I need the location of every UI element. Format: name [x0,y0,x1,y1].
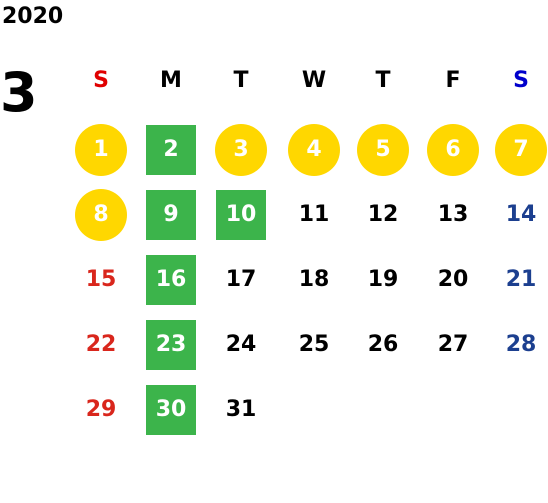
day-cell-8[interactable]: 8 [75,189,127,241]
day-cell-30[interactable]: 30 [146,385,196,435]
day-cell-2[interactable]: 2 [146,125,196,175]
day-cell-26[interactable]: 26 [367,332,399,357]
day-cell-6[interactable]: 6 [427,124,479,176]
day-cell-27[interactable]: 27 [437,332,469,357]
weekday-mon: M [160,68,182,93]
day-cell-4[interactable]: 4 [288,124,340,176]
day-cell-3[interactable]: 3 [215,124,267,176]
day-cell-29[interactable]: 29 [85,397,117,422]
weekday-sun: S [93,68,109,93]
day-cell-16[interactable]: 16 [146,255,196,305]
weekday-fri: F [445,68,461,93]
day-cell-18[interactable]: 18 [298,267,330,292]
day-cell-31[interactable]: 31 [225,397,257,422]
day-cell-1[interactable]: 1 [75,124,127,176]
day-cell-19[interactable]: 19 [367,267,399,292]
weekday-wed: W [301,68,327,93]
day-cell-23[interactable]: 23 [146,320,196,370]
day-cell-7[interactable]: 7 [495,124,547,176]
day-cell-12[interactable]: 12 [367,202,399,227]
day-cell-24[interactable]: 24 [225,332,257,357]
day-cell-9[interactable]: 9 [146,190,196,240]
day-cell-14[interactable]: 14 [505,202,537,227]
day-cell-22[interactable]: 22 [85,332,117,357]
day-cell-25[interactable]: 25 [298,332,330,357]
day-cell-21[interactable]: 21 [505,267,537,292]
year-label: 2020 [2,4,64,29]
day-cell-11[interactable]: 11 [298,202,330,227]
day-cell-13[interactable]: 13 [437,202,469,227]
weekday-thu: T [375,68,391,93]
day-cell-28[interactable]: 28 [505,332,537,357]
month-label: 3 [0,61,38,124]
day-cell-20[interactable]: 20 [437,267,469,292]
day-cell-17[interactable]: 17 [225,267,257,292]
weekday-tue: T [233,68,249,93]
day-cell-10[interactable]: 10 [216,190,266,240]
day-cell-15[interactable]: 15 [85,267,117,292]
weekday-sat: S [513,68,529,93]
day-cell-5[interactable]: 5 [357,124,409,176]
